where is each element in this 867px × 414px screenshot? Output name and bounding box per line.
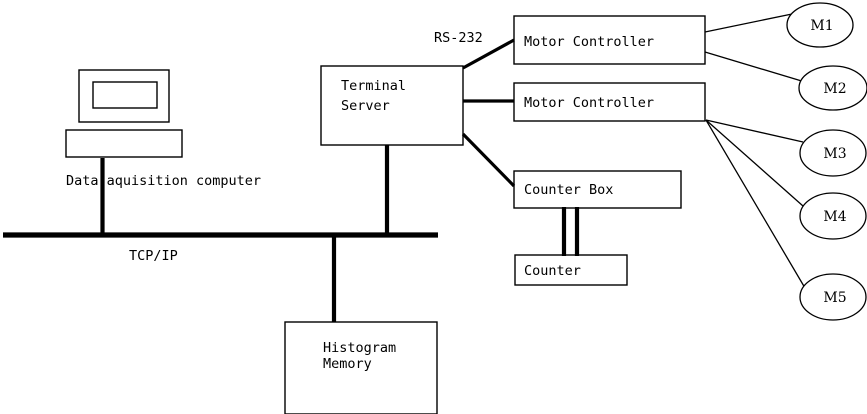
- rs232-label: RS-232: [434, 30, 483, 46]
- computer-base-unit: [65, 129, 183, 158]
- motor-controller-1-box[interactable]: [513, 15, 706, 65]
- counter-box-box[interactable]: [513, 170, 682, 209]
- link-mc2-to-m3: [705, 119, 804, 143]
- link-mc1-to-m2: [704, 51, 806, 83]
- terminal-server-label-line1: Terminal: [341, 78, 406, 94]
- motor-m4-ellipse[interactable]: [799, 192, 867, 240]
- counter-label: Counter: [524, 263, 581, 279]
- link-mc1-to-m1: [704, 13, 793, 33]
- histogram-memory-label-line1: Histogram: [323, 340, 396, 356]
- histogram-memory-label-line2: Memory: [323, 356, 372, 372]
- counter-box[interactable]: [514, 254, 628, 286]
- link-mc2-to-m5: [705, 119, 806, 289]
- tcpip-label: TCP/IP: [129, 248, 178, 264]
- motor-controller-2-label: Motor Controller: [524, 95, 654, 111]
- motor-controller-1-label: Motor Controller: [524, 34, 654, 50]
- data-acquisition-computer-label: Data aquisition computer: [66, 173, 261, 189]
- motor-m4-label: M4: [823, 209, 846, 225]
- computer-monitor-screen: [92, 81, 158, 109]
- motor-m5-label: M5: [823, 290, 846, 306]
- link-terminal-to-counter-box: [461, 132, 516, 188]
- rs232-link-terminal-to-mc1: [462, 38, 515, 70]
- motor-m2-ellipse[interactable]: [798, 65, 867, 111]
- link-mc2-to-m4: [705, 119, 804, 207]
- motor-m3-ellipse[interactable]: [799, 129, 867, 177]
- motor-m1-ellipse[interactable]: [786, 2, 854, 48]
- counter-box-label: Counter Box: [524, 182, 613, 198]
- motor-m1-label: M1: [810, 18, 833, 34]
- motor-m2-label: M2: [823, 81, 846, 97]
- motor-m3-label: M3: [823, 146, 846, 162]
- histogram-memory-box[interactable]: [284, 321, 438, 414]
- terminal-server-label-line2: Server: [341, 98, 390, 114]
- motor-m5-ellipse[interactable]: [799, 273, 867, 321]
- terminal-server-box[interactable]: [320, 65, 464, 146]
